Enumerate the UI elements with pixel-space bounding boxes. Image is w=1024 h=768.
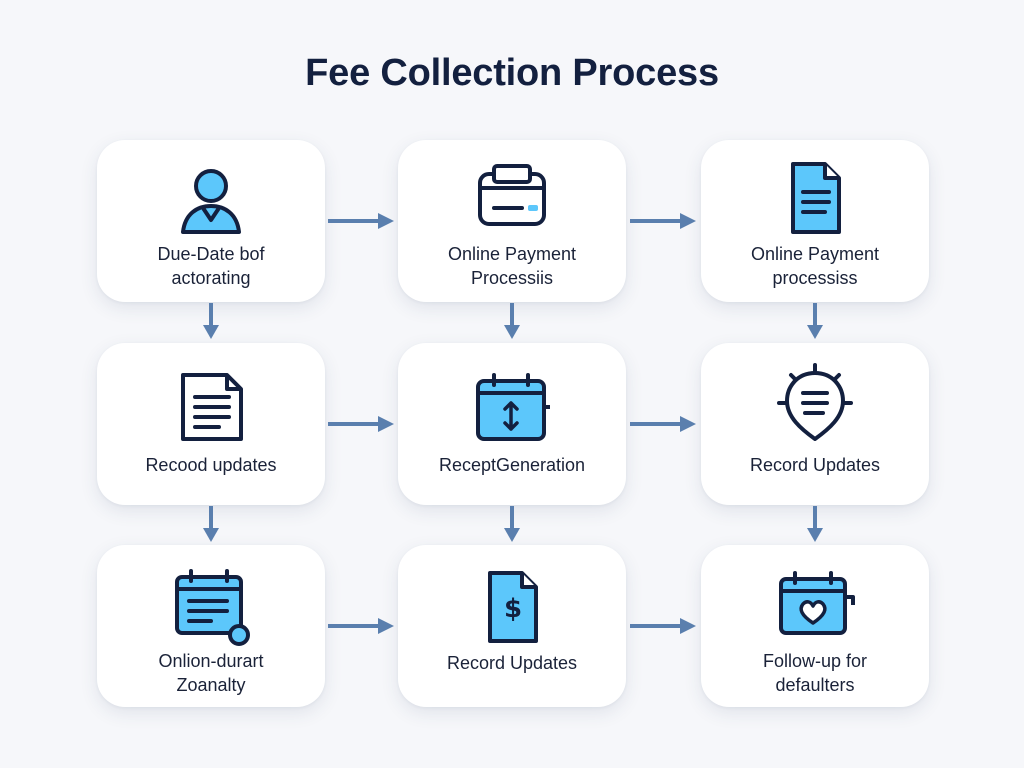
- arrow-right: [326, 616, 396, 636]
- bug-shield-icon: [775, 361, 855, 441]
- node-recood-updates[interactable]: Recood updates: [97, 343, 325, 505]
- node-due-date[interactable]: Due-Date bof actorating: [97, 140, 325, 302]
- node-online-payment-processiis[interactable]: Online Payment Processiis: [398, 140, 626, 302]
- calendar-note-icon: [171, 567, 251, 647]
- node-label-line: Record Updates: [749, 455, 881, 475]
- printer-icon: [472, 158, 552, 238]
- arrow-down: [502, 506, 522, 544]
- node-label: Due-Date bof actorating: [103, 242, 319, 290]
- arrow-right: [326, 414, 396, 434]
- node-label-line: processiss: [772, 268, 858, 288]
- node-label-line: Zoanalty: [176, 675, 246, 695]
- node-label-line: defaulters: [775, 675, 855, 695]
- svg-text:$: $: [504, 594, 522, 624]
- node-label-line: Online Payment: [447, 244, 577, 264]
- node-label-line: Online Payment: [750, 244, 880, 264]
- node-label: ReceptGeneration: [404, 453, 620, 477]
- node-label: Onlion-durart Zoanalty: [103, 649, 319, 697]
- arrow-right: [326, 211, 396, 231]
- node-label-line: Recood updates: [145, 455, 277, 475]
- calendar-heart-icon: [775, 567, 855, 647]
- node-label-line: actorating: [171, 268, 251, 288]
- node-label: Recood updates: [103, 453, 319, 477]
- calendar-transfer-icon: [472, 367, 552, 447]
- node-label: Online Payment processiss: [707, 242, 923, 290]
- node-record-updates-2[interactable]: $ Record Updates: [398, 545, 626, 707]
- arrow-right: [628, 414, 698, 434]
- arrow-down: [201, 303, 221, 341]
- arrow-right: [628, 616, 698, 636]
- node-label-line: Record Updates: [446, 653, 578, 673]
- arrow-down: [805, 506, 825, 544]
- arrow-down: [201, 506, 221, 544]
- node-follow-up-defaulters[interactable]: Follow-up for defaulters: [701, 545, 929, 707]
- arrow-right: [628, 211, 698, 231]
- node-label-line: Due-Date bof: [157, 244, 265, 264]
- node-label: Follow-up for defaulters: [707, 649, 923, 697]
- node-label-line: Onlion-durart: [158, 651, 264, 671]
- arrow-down: [502, 303, 522, 341]
- node-label-line: Processiis: [470, 268, 554, 288]
- arrow-down: [805, 303, 825, 341]
- node-receipt-generation[interactable]: ReceptGeneration: [398, 343, 626, 505]
- node-label-line: Follow-up for: [762, 651, 868, 671]
- dollar-document-icon: $: [472, 567, 552, 647]
- node-label-line: ReceptGeneration: [438, 455, 586, 475]
- node-online-payment-processiss[interactable]: Online Payment processiss: [701, 140, 929, 302]
- node-onlion-durart[interactable]: Onlion-durart Zoanalty: [97, 545, 325, 707]
- user-icon: [171, 158, 251, 238]
- node-label: Online Payment Processiis: [404, 242, 620, 290]
- document-icon: [775, 158, 855, 238]
- node-label: Record Updates: [404, 651, 620, 675]
- diagram-title: Fee Collection Process: [305, 52, 719, 94]
- text-document-icon: [171, 367, 251, 447]
- node-record-updates-1[interactable]: Record Updates: [701, 343, 929, 505]
- node-label: Record Updates: [707, 453, 923, 477]
